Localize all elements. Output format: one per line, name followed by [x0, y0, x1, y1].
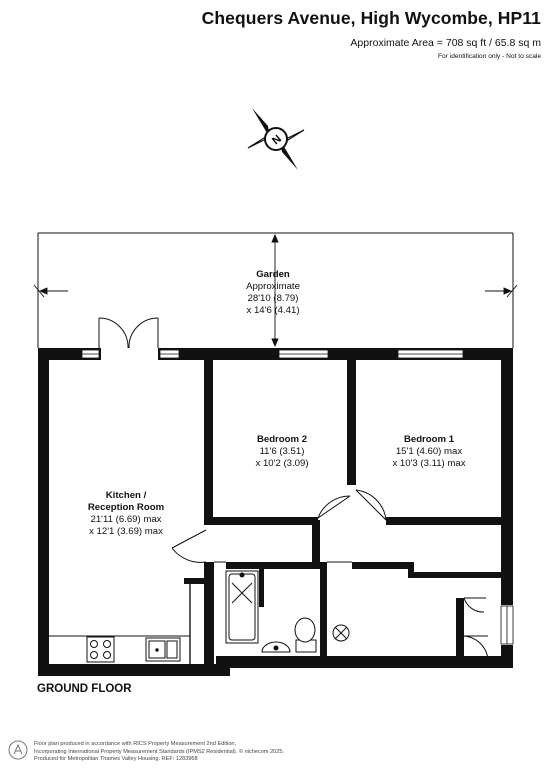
garden-line1: Approximate	[246, 281, 300, 292]
footer-disclaimer: Floor plan produced in accordance with R…	[34, 741, 364, 764]
hob-icon	[86, 636, 115, 663]
garden-french-doors	[98, 317, 159, 349]
garden-name: Garden	[256, 269, 290, 280]
bedroom1-name: Bedroom 1	[404, 434, 455, 445]
bath-icon	[225, 570, 259, 644]
approximate-area: Approximate Area = 708 sq ft / 65.8 sq m	[350, 37, 541, 49]
kitchen-name-line2: Reception Room	[88, 502, 164, 513]
garden-dimension-arrows	[33, 233, 518, 348]
property-title: Chequers Avenue, High Wycombe, HP11	[201, 8, 541, 28]
side-window	[500, 605, 514, 645]
footer-line2: Incorporating International Property Mea…	[34, 748, 285, 755]
kitchen-label: Kitchen / Reception Room 21'11 (6.69) ma…	[88, 490, 164, 537]
bedroom1-line1: 15'1 (4.60) max	[396, 446, 463, 457]
garden-line3: x 14'6 (4.41)	[246, 305, 299, 316]
bedroom2-name: Bedroom 2	[257, 434, 307, 445]
kitchen-line2: x 12'1 (3.69) max	[89, 526, 163, 537]
interior-doors	[171, 489, 489, 661]
basin-icon	[261, 641, 291, 653]
footer-line1: Floor plan produced in accordance with R…	[34, 741, 237, 747]
garden-line2: 28'10 (8.79)	[248, 293, 299, 304]
bedroom2-label: Bedroom 2 11'6 (3.51) x 10'2 (3.09)	[255, 434, 308, 469]
floor-label: GROUND FLOOR	[37, 683, 132, 695]
bedroom2-line2: x 10'2 (3.09)	[255, 458, 308, 469]
kitchen-line1: 21'11 (6.69) max	[91, 514, 162, 525]
nichecom-logo-icon	[8, 740, 28, 760]
kitchen-name-line1: Kitchen /	[106, 490, 147, 501]
toilet-icon	[294, 617, 317, 653]
sink-icon	[145, 637, 181, 662]
scale-note: For identification only - Not to scale	[438, 53, 541, 60]
boiler-icon	[332, 624, 350, 642]
bedroom2-line1: 11'6 (3.51)	[260, 446, 305, 457]
bedroom1-label: Bedroom 1 15'1 (4.60) max x 10'3 (3.11) …	[392, 434, 465, 469]
garden-label: Garden Approximate 28'10 (8.79) x 14'6 (…	[246, 269, 300, 316]
footer-line3: Produced for Metropolitan Thames Valley …	[34, 756, 198, 763]
bedroom1-line2: x 10'3 (3.11) max	[392, 458, 465, 469]
interior-walls	[184, 360, 501, 665]
compass-icon: N	[247, 108, 305, 170]
